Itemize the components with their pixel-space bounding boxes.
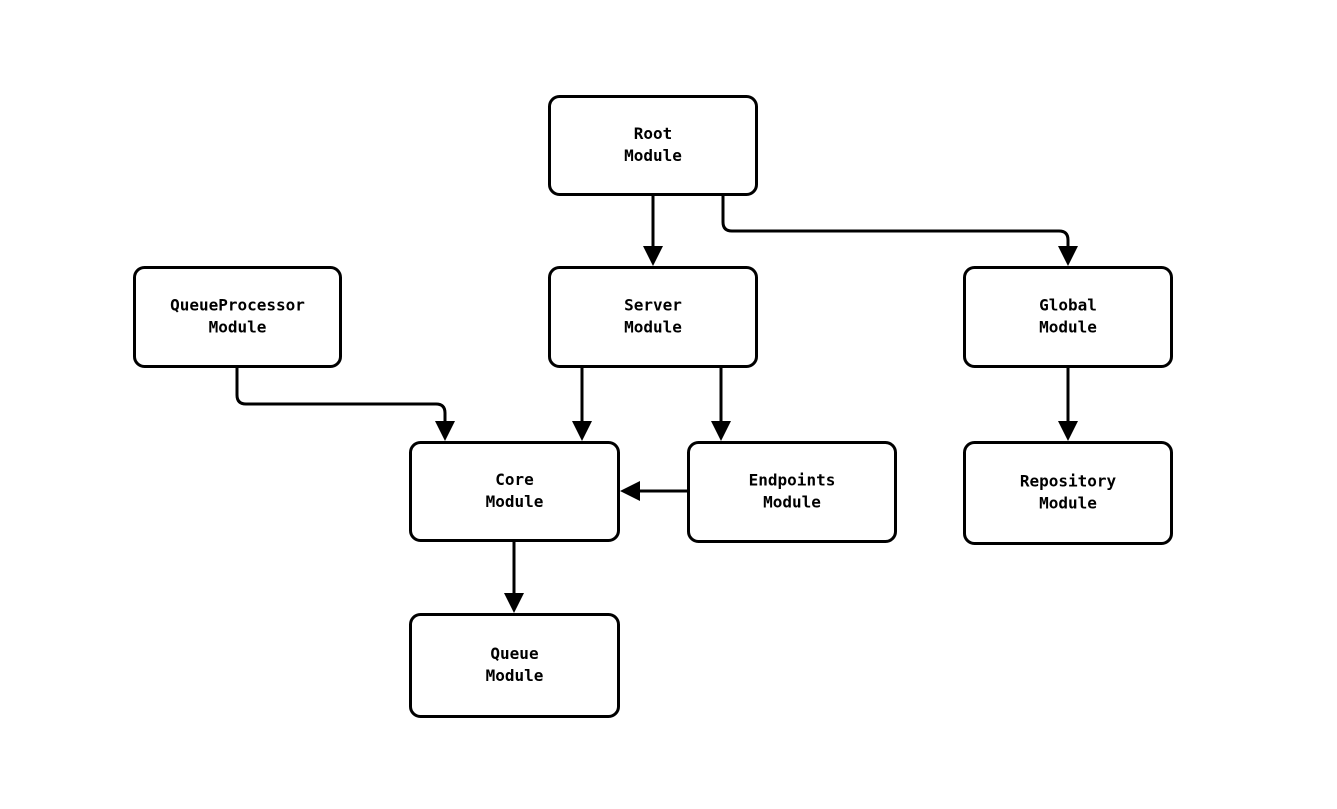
edge-line [721, 196, 1070, 252]
edge-global-to-repository [1058, 368, 1078, 441]
edge-queueprocessor-to-core [235, 368, 455, 441]
edge-server-to-endpoints [711, 368, 731, 441]
arrowhead-icon [504, 593, 524, 613]
node-label-secondary: Module [624, 146, 682, 165]
arrowhead-icon [711, 421, 731, 441]
edge-root-to-server [643, 196, 663, 266]
edge-core-to-queue [504, 542, 524, 613]
node-box[interactable] [548, 266, 758, 368]
node-label-secondary: Module [624, 318, 682, 337]
node-label-primary: Queue [490, 644, 538, 663]
node-box[interactable] [687, 441, 897, 543]
edge-server-to-core [572, 368, 592, 441]
arrowhead-icon [435, 421, 455, 441]
node-box[interactable] [963, 441, 1173, 545]
node-label-primary: Server [624, 296, 682, 315]
node-label-secondary: Module [209, 318, 267, 337]
node-box[interactable] [963, 266, 1173, 368]
node-label-secondary: Module [763, 493, 821, 512]
node-box[interactable] [548, 95, 758, 196]
node-label-primary: Endpoints [749, 471, 836, 490]
edge-root-to-global [721, 196, 1078, 266]
node-label-primary: QueueProcessor [170, 296, 305, 315]
arrowhead-icon [643, 246, 663, 266]
node-box[interactable] [409, 441, 620, 542]
node-box[interactable] [409, 613, 620, 718]
edge-endpoints-to-core [620, 481, 687, 501]
edge-line [235, 368, 447, 427]
arrowhead-icon [620, 481, 640, 501]
edges-layer [235, 196, 1078, 613]
node-label-primary: Core [495, 470, 534, 489]
nodes-layer: RootModuleQueueProcessorModuleServerModu… [133, 95, 1173, 718]
node-label-secondary: Module [486, 492, 544, 511]
node-label-primary: Root [634, 124, 673, 143]
node-label-secondary: Module [486, 666, 544, 685]
node-box[interactable] [133, 266, 342, 368]
arrowhead-icon [1058, 421, 1078, 441]
node-label-secondary: Module [1039, 318, 1097, 337]
node-label-primary: Global [1039, 296, 1097, 315]
arrowhead-icon [572, 421, 592, 441]
node-label-secondary: Module [1039, 494, 1097, 513]
arrowhead-icon [1058, 246, 1078, 266]
node-label-primary: Repository [1020, 472, 1117, 491]
